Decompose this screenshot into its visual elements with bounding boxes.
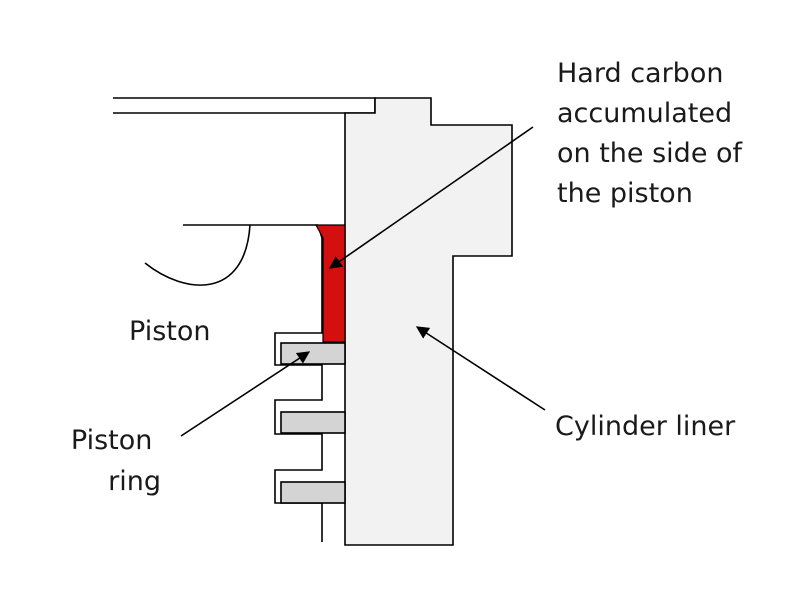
piston-ring-label: Piston ring bbox=[71, 425, 161, 497]
hard-carbon-label-line1: Hard carbon bbox=[557, 58, 723, 89]
hard-carbon-label: Hard carbon accumulated on the side of t… bbox=[557, 58, 751, 209]
cylinder-liner-label: Cylinder liner bbox=[555, 411, 736, 442]
piston-ring-top bbox=[280, 342, 346, 365]
ring-leader-arrow bbox=[180, 351, 311, 437]
piston-ring-label-line2: ring bbox=[108, 466, 161, 497]
piston-bowl-curve bbox=[144, 224, 251, 286]
piston-label: Piston bbox=[129, 316, 210, 347]
hard-carbon-label-line3: on the side of bbox=[557, 138, 744, 169]
liner-leader-arrow bbox=[415, 326, 546, 411]
piston-ring-label-line1: Piston bbox=[71, 425, 152, 456]
carbon-leader-arrow bbox=[328, 126, 534, 269]
piston-side-wall bbox=[274, 224, 323, 542]
piston-ring-middle bbox=[280, 411, 346, 434]
cylinder-head-plate bbox=[113, 97, 376, 114]
piston-ring-bottom bbox=[280, 481, 346, 504]
hard-carbon-label-line4: the piston bbox=[557, 178, 693, 209]
cylinder-liner-shape bbox=[344, 97, 513, 546]
hard-carbon-label-line2: accumulated bbox=[557, 98, 732, 129]
carbon-deposit bbox=[314, 224, 346, 343]
